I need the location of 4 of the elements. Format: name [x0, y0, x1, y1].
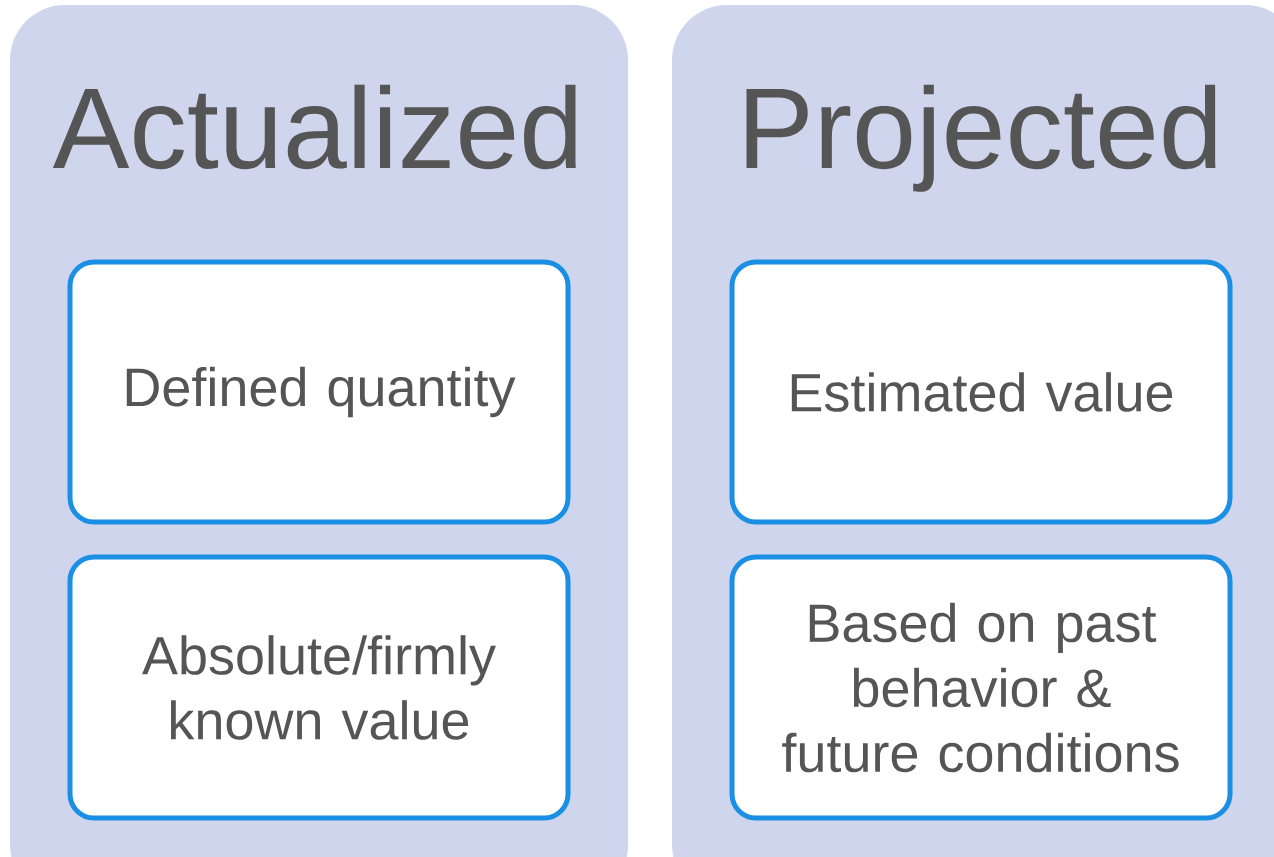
text-box: Defined quantity	[67, 259, 571, 525]
text-box: Absolute/firmly known value	[67, 554, 571, 821]
text-box: Based on past behavior & future conditions	[729, 554, 1233, 821]
text-box: Estimated value	[729, 259, 1233, 525]
